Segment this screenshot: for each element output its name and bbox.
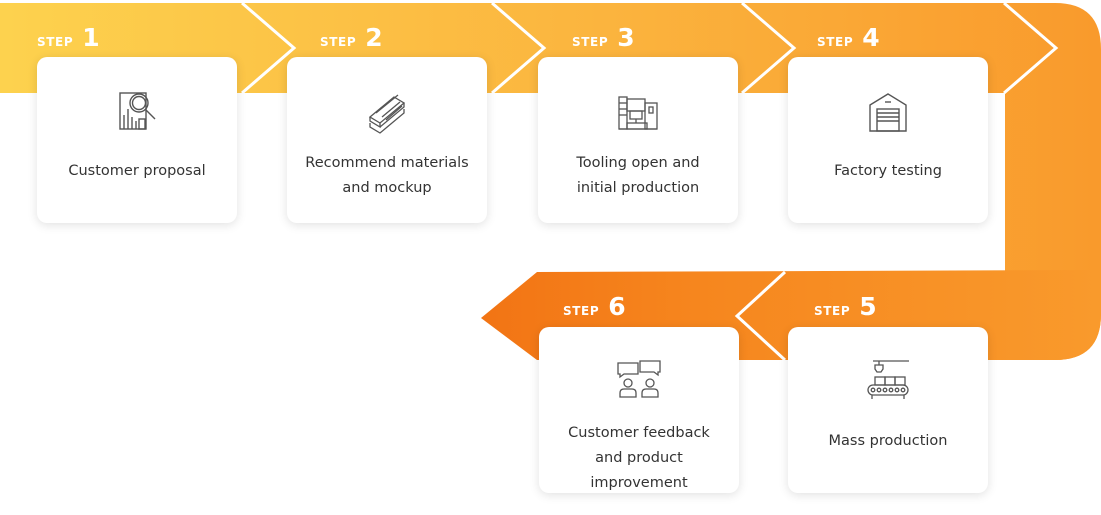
step-4-text: Factory testing <box>794 159 982 184</box>
step-6-text-line-2: and product improvement <box>590 450 688 491</box>
step-6-text-line-1: Customer feedback <box>568 425 710 441</box>
step-5-text-line-1: Mass production <box>828 433 948 449</box>
step-2-text-line-1: Recommend materials <box>305 155 469 171</box>
chevron-5-6 <box>734 270 787 362</box>
step-3-card: Tooling open and initial production <box>538 57 738 223</box>
chevron-4-end <box>1003 1 1059 95</box>
step-3-text-line-2: initial production <box>576 180 700 196</box>
step-1-text: Customer proposal <box>43 159 231 184</box>
chevron-separators <box>241 1 1059 362</box>
step-1-card: Customer proposal <box>37 57 237 223</box>
step-1-text-line-1: Customer proposal <box>68 163 206 179</box>
chevron-1-2 <box>241 1 297 95</box>
material-stack-icon <box>368 94 406 134</box>
feedback-discussion-icon <box>617 360 661 398</box>
step-3-text: Tooling open and initial production <box>544 151 732 201</box>
step-6-card: Customer feedback and product improvemen… <box>539 327 739 493</box>
step-2-card: Recommend materials and mockup <box>287 57 487 223</box>
chevron-2-3 <box>491 1 547 95</box>
step-2-text: Recommend materials and mockup <box>293 151 481 201</box>
machine-tooling-icon <box>618 96 658 130</box>
market-analysis-icon <box>119 92 156 130</box>
step-2-text-line-2: and mockup <box>342 180 432 196</box>
step-6-text: Customer feedback and product improvemen… <box>545 421 733 496</box>
step-5-card: Mass production <box>788 327 988 493</box>
step-4-card: Factory testing <box>788 57 988 223</box>
step-3-text-line-1: Tooling open and <box>576 155 700 171</box>
step-5-text: Mass production <box>794 429 982 454</box>
warehouse-icon <box>869 93 907 132</box>
conveyor-belt-icon <box>867 360 909 399</box>
chevron-3-4 <box>741 1 797 95</box>
step-4-text-line-1: Factory testing <box>834 163 942 179</box>
